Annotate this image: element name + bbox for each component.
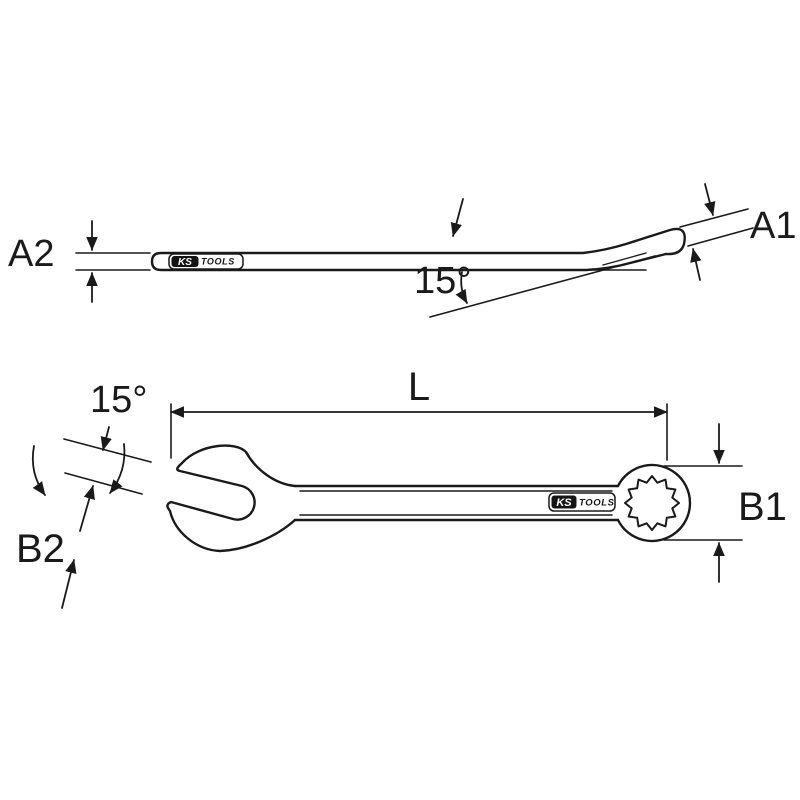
plan-view: KS TOOLS L B1 15° xyxy=(16,365,787,609)
plan-angle-arc-left xyxy=(31,445,46,496)
angle-reference-line-tilted xyxy=(429,255,656,318)
side-view-bend-detail-line xyxy=(602,252,647,266)
ks-logo-box xyxy=(551,495,577,509)
angle-pointer-arrow xyxy=(450,198,464,237)
jaw-face-extension-top xyxy=(63,438,152,463)
a1-label: A1 xyxy=(750,205,796,247)
side-angle-annotation: 15° xyxy=(414,198,656,318)
side-view-wrench-outline xyxy=(150,227,686,272)
plan-view-ring-12-point-profile xyxy=(624,475,680,531)
l-label: L xyxy=(408,365,430,409)
plan-angle-label: 15° xyxy=(90,379,147,421)
angle-arc-arrow xyxy=(455,271,468,304)
plan-view-open-end-head xyxy=(166,444,297,553)
jaw-face-extension-bottom xyxy=(64,472,143,495)
ks-tools-logo: KS TOOLS xyxy=(548,492,616,512)
a1-dimension: A1 xyxy=(679,183,796,281)
plan-view-ring-outer xyxy=(616,463,692,543)
a1-arrow-up xyxy=(690,248,702,281)
b2-dimension: B2 xyxy=(16,426,112,609)
tools-logo-text: TOOLS xyxy=(201,257,235,267)
b2-label: B2 xyxy=(16,527,65,571)
ks-logo-text: KS xyxy=(556,497,572,509)
ks-logo-box xyxy=(171,256,199,267)
a1-extension-line-bottom xyxy=(687,227,754,247)
a1-extension-line-top xyxy=(679,208,749,228)
ks-logo-text: KS xyxy=(178,257,192,268)
l-dimension: L xyxy=(170,365,668,461)
a1-arrow-down xyxy=(704,183,716,216)
a2-dimension: A2 xyxy=(8,220,151,303)
b1-dimension: B1 xyxy=(663,423,787,583)
ks-tools-logo: KS TOOLS xyxy=(168,253,244,270)
b2-arrow-down xyxy=(100,426,112,451)
plan-angle-annotation: 15° xyxy=(31,379,152,496)
plan-angle-arc-right xyxy=(109,443,126,494)
a2-label: A2 xyxy=(8,233,54,275)
b1-label: B1 xyxy=(738,485,787,529)
tools-logo-text: TOOLS xyxy=(579,498,615,509)
side-view: KS TOOLS A2 15° A1 xyxy=(8,183,796,318)
b2-arrow-up xyxy=(79,485,95,532)
b2-arrow-up-outer xyxy=(61,559,77,609)
